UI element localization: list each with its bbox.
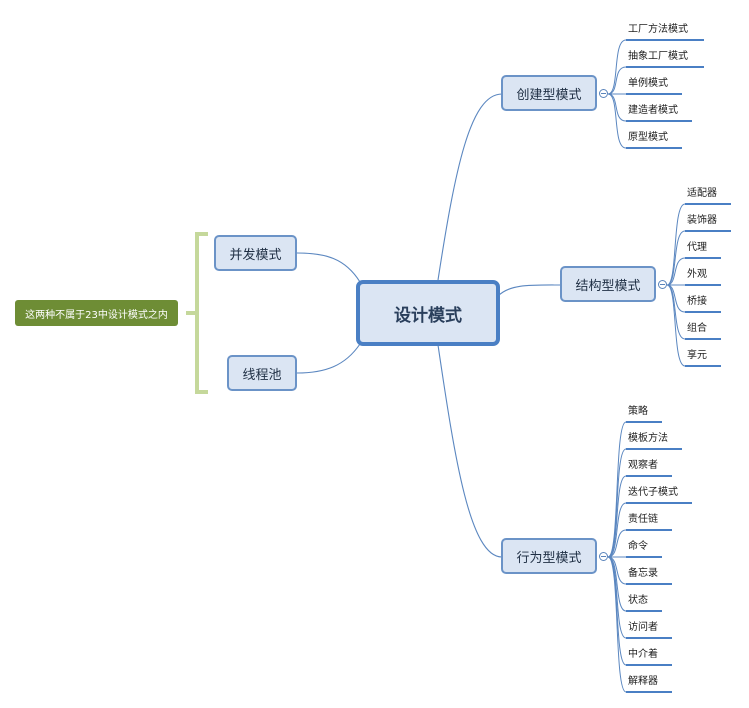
structural-item[interactable]: 享元 (685, 350, 721, 367)
root-node[interactable]: 设计模式 (356, 280, 500, 346)
connector-root-behavioral (437, 344, 503, 558)
behavioral-item[interactable]: 解释器 (626, 676, 672, 693)
structural-node[interactable]: 结构型模式 (560, 266, 656, 302)
threadpool-node[interactable]: 线程池 (227, 355, 297, 391)
creational-item[interactable]: 原型模式 (626, 132, 682, 149)
structural-item[interactable]: 适配器 (685, 188, 731, 205)
structural-item[interactable]: 装饰器 (685, 215, 731, 232)
creational-item[interactable]: 单例模式 (626, 78, 682, 95)
creational-node[interactable]: 创建型模式 (501, 75, 597, 111)
connector-root-creational (437, 93, 503, 281)
behavioral-collapse-icon[interactable] (599, 552, 608, 561)
behavioral-node[interactable]: 行为型模式 (501, 538, 597, 574)
structural-item[interactable]: 外观 (685, 269, 721, 286)
creational-collapse-icon[interactable] (599, 89, 608, 98)
concurrency-node[interactable]: 并发模式 (214, 235, 297, 271)
connector-root-threadpool (296, 343, 361, 374)
behavioral-item[interactable]: 责任链 (626, 514, 672, 531)
structural-item[interactable]: 桥接 (685, 296, 721, 313)
behavioral-item[interactable]: 模板方法 (626, 433, 682, 450)
creational-item[interactable]: 建造者模式 (626, 105, 692, 122)
creational-item[interactable]: 工厂方法模式 (626, 24, 704, 41)
structural-item[interactable]: 组合 (685, 323, 721, 340)
behavioral-item[interactable]: 备忘录 (626, 568, 672, 585)
note-label[interactable]: 这两种不属于23中设计模式之内 (15, 300, 178, 326)
behavioral-item[interactable]: 迭代子模式 (626, 487, 692, 504)
structural-item[interactable]: 代理 (685, 242, 721, 259)
behavioral-item[interactable]: 中介着 (626, 649, 672, 666)
behavioral-item[interactable]: 访问者 (626, 622, 672, 639)
creational-item[interactable]: 抽象工厂模式 (626, 51, 704, 68)
connector-root-concurrency (296, 252, 361, 283)
connector-root-structural (497, 284, 562, 297)
behavioral-item[interactable]: 状态 (626, 595, 662, 612)
behavioral-item[interactable]: 命令 (626, 541, 662, 558)
behavioral-item[interactable]: 策略 (626, 406, 662, 423)
group-bracket (195, 232, 208, 394)
structural-collapse-icon[interactable] (658, 280, 667, 289)
behavioral-item[interactable]: 观察者 (626, 460, 672, 477)
